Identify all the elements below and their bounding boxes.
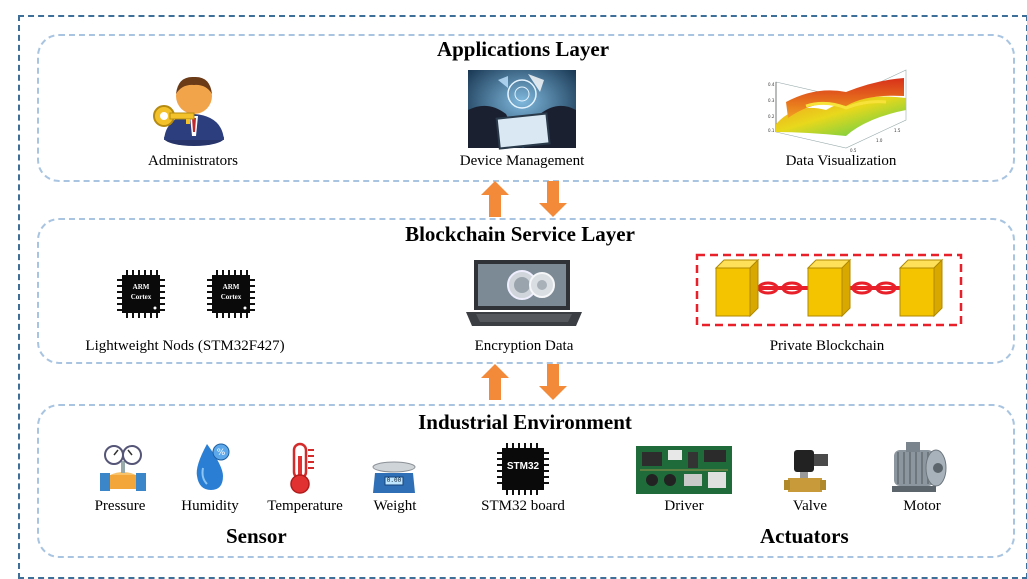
arm-chip-icon: ARM Cortex — [117, 270, 165, 318]
label-data-visualization: Data Visualization — [785, 153, 897, 169]
label-weight: Weight — [373, 498, 417, 514]
label-stm32-board: STM32 board — [481, 498, 565, 514]
private-blockchain-diagram — [695, 253, 963, 327]
blockchain-service-layer — [37, 218, 1015, 364]
chain-link — [754, 281, 808, 295]
industrial-layer-title: Industrial Environment — [418, 410, 632, 434]
arrow-up-icon — [481, 181, 509, 217]
arm-chip-text-2: Cortex — [220, 293, 242, 301]
svg-text:0.5: 0.5 — [850, 148, 857, 153]
label-administrators: Administrators — [148, 153, 238, 169]
arrow-down-icon — [539, 181, 567, 217]
arm-chip-text-1: ARM — [222, 283, 240, 291]
driver-board-icon — [636, 446, 732, 494]
motor-icon — [892, 442, 947, 492]
thermometer-icon — [290, 442, 314, 494]
encryption-laptop-icon — [466, 260, 582, 326]
stm32-chip-text: STM32 — [506, 461, 540, 472]
svg-text:0.1: 0.1 — [768, 128, 775, 133]
block-cube — [806, 258, 852, 318]
label-encryption-data: Encryption Data — [474, 338, 574, 354]
blockchain-layer-title: Blockchain Service Layer — [405, 222, 635, 246]
industrial-environment-layer — [37, 404, 1015, 558]
svg-text:0.4: 0.4 — [768, 82, 775, 87]
svg-text:%: % — [217, 448, 226, 458]
data-visualization-plot: 0.4 0.3 0.2 0.1 0.5 1.0 1.5 — [768, 69, 907, 153]
label-driver: Driver — [664, 498, 704, 514]
label-humidity: Humidity — [181, 498, 239, 514]
pressure-gauge-icon — [100, 445, 146, 491]
humidity-drop-icon: % — [196, 443, 230, 490]
label-valve: Valve — [792, 498, 828, 514]
scale-display: 0.00 — [386, 477, 402, 484]
arm-chip-icon: ARM Cortex — [207, 270, 255, 318]
label-temperature: Temperature — [267, 498, 343, 514]
block-cube — [714, 258, 760, 318]
arrow-up-icon — [481, 364, 509, 400]
group-label-actuators: Actuators — [760, 524, 849, 548]
arm-chip-text-2: Cortex — [130, 293, 152, 301]
block-cube — [898, 258, 944, 318]
svg-text:1.5: 1.5 — [894, 128, 901, 133]
label-motor: Motor — [903, 498, 941, 514]
valve-icon — [784, 450, 828, 492]
svg-text:0.3: 0.3 — [768, 98, 775, 103]
arm-chip-text-1: ARM — [132, 283, 150, 291]
applications-layer-title: Applications Layer — [436, 37, 610, 61]
applications-layer — [37, 34, 1015, 182]
administrator-icon — [153, 76, 224, 146]
label-private-blockchain: Private Blockchain — [769, 338, 885, 354]
arrow-down-icon — [539, 364, 567, 400]
label-lightweight-nodes: Lightweight Nods (STM32F427) — [85, 338, 285, 354]
label-pressure: Pressure — [94, 498, 146, 514]
svg-text:0.2: 0.2 — [768, 114, 775, 119]
svg-text:1.0: 1.0 — [876, 138, 883, 143]
chain-link — [848, 281, 900, 295]
weight-scale-icon: 0.00 — [371, 461, 417, 495]
stm32-chip-icon: STM32 — [497, 443, 549, 495]
label-device-management: Device Management — [459, 153, 585, 169]
device-management-image — [468, 70, 576, 150]
group-label-sensor: Sensor — [226, 524, 287, 548]
